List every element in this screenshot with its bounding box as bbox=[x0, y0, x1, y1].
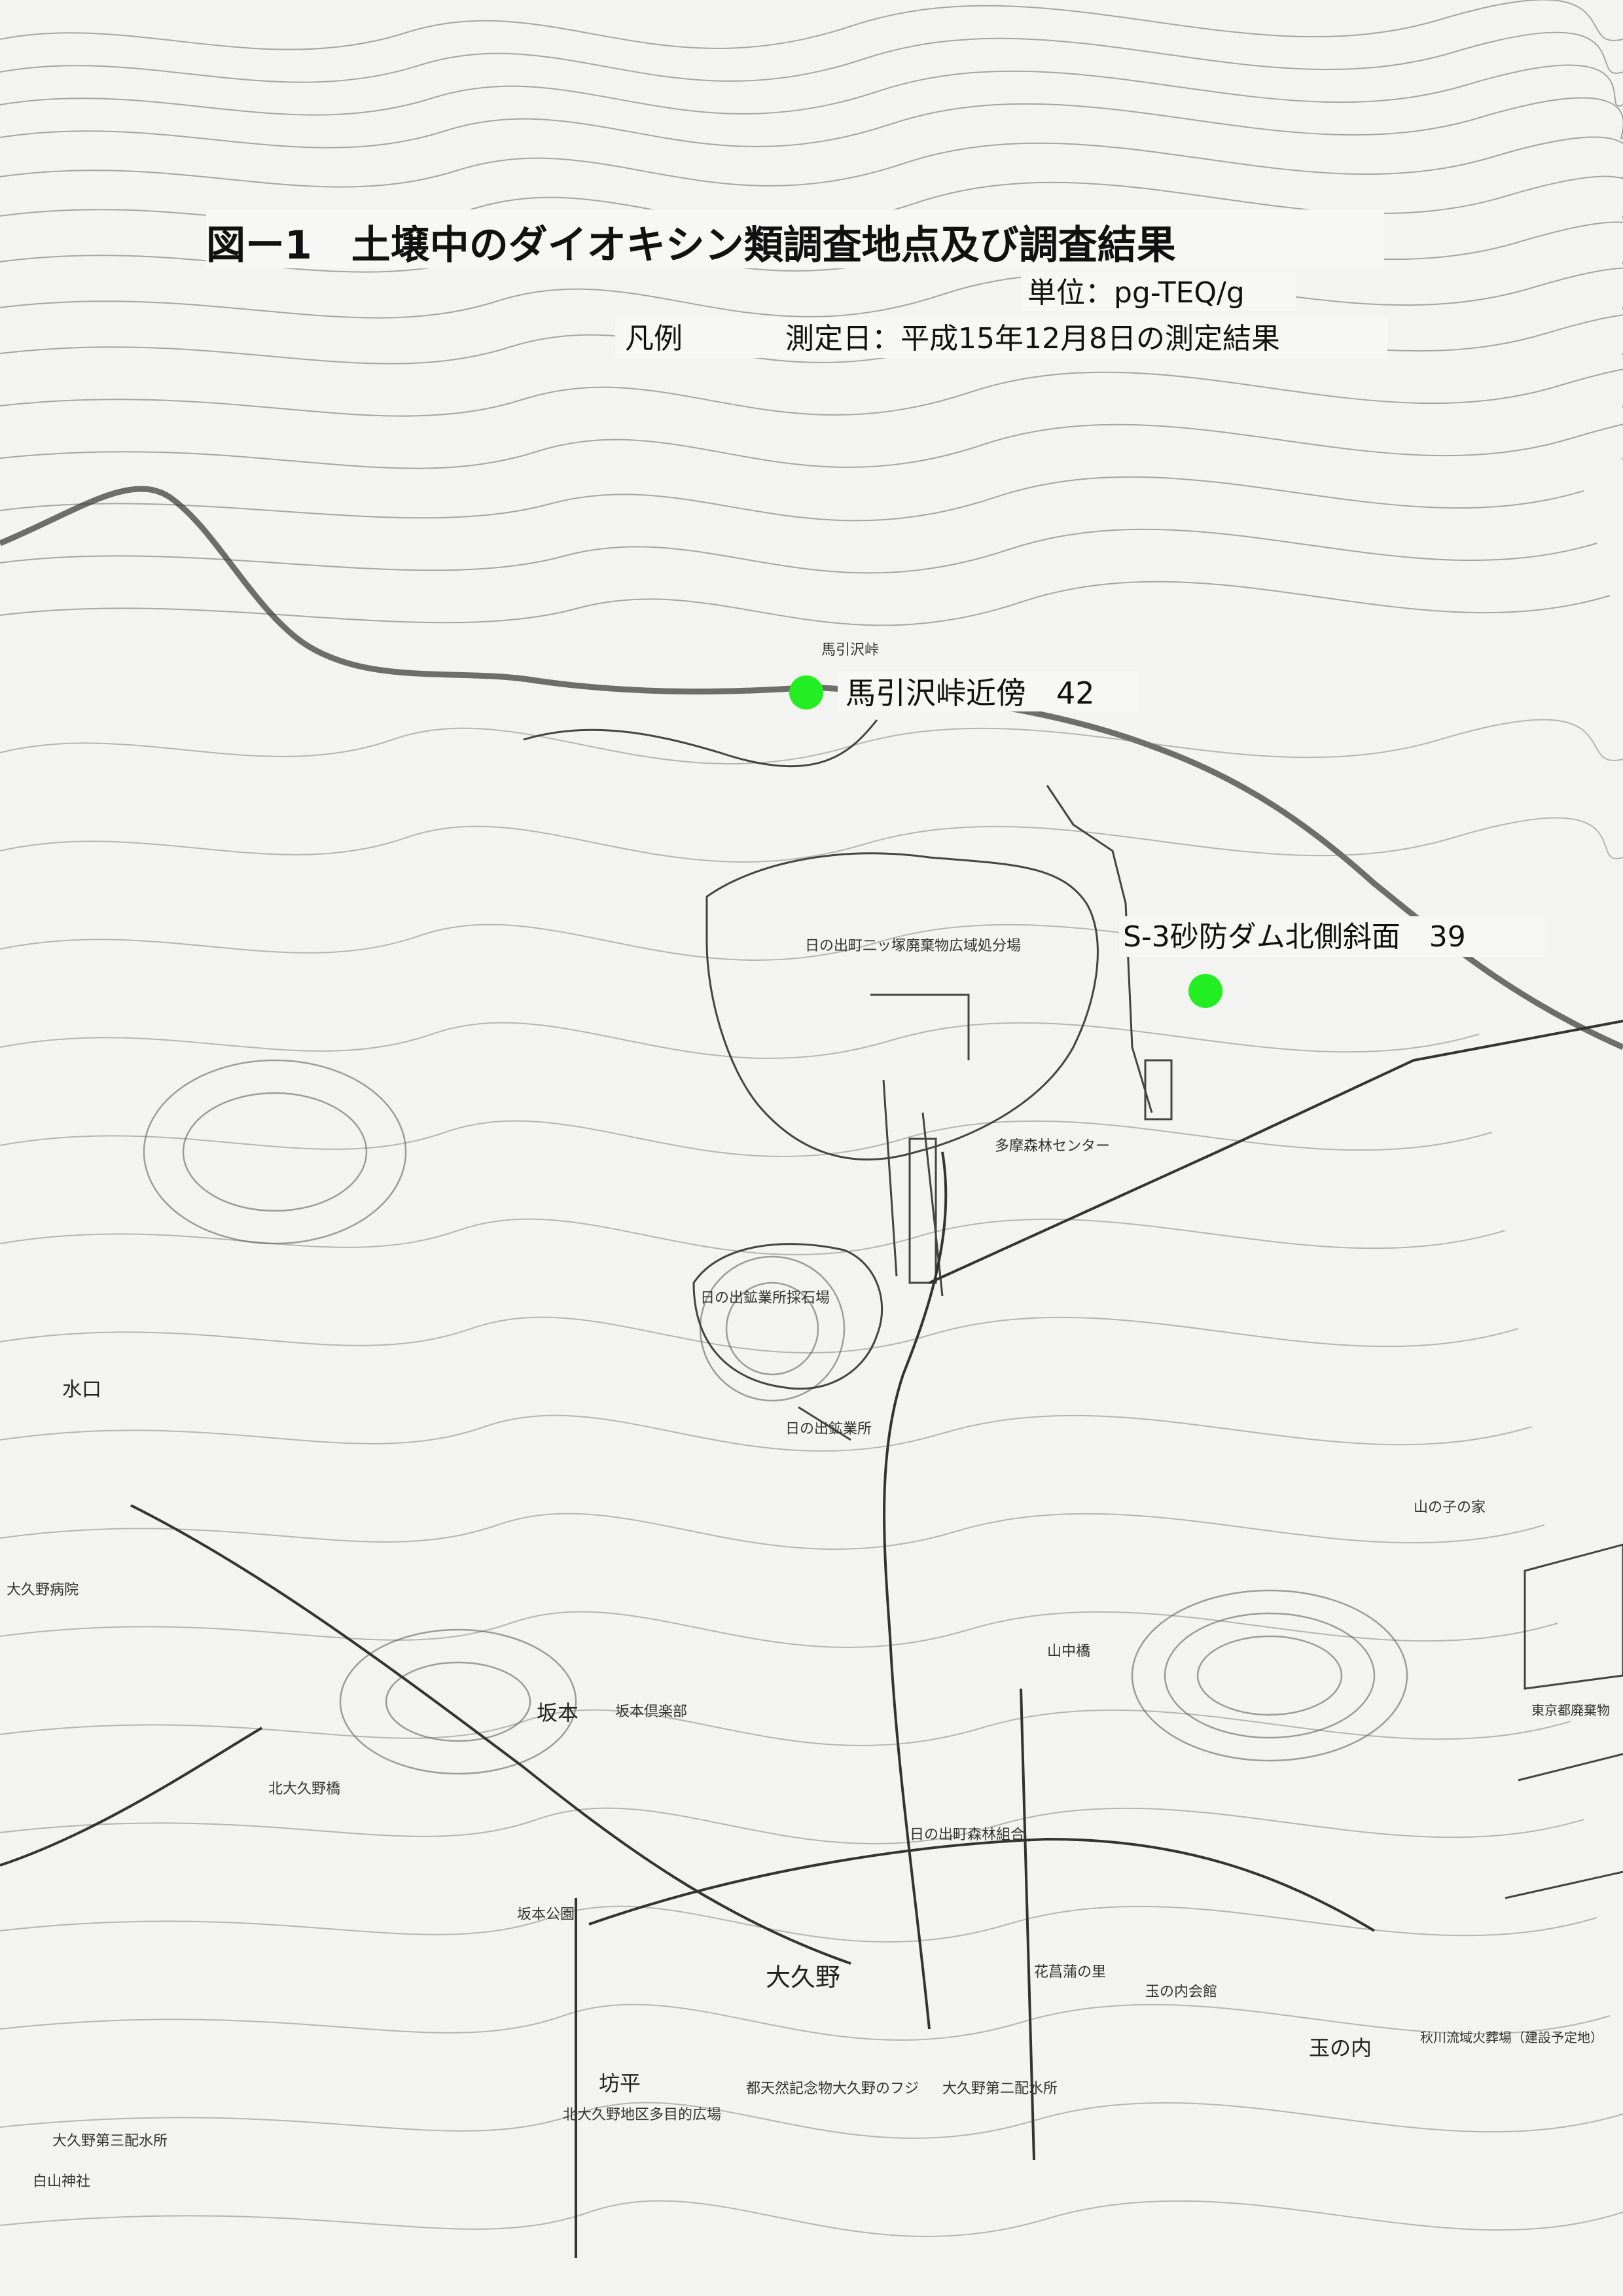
site-label-background bbox=[1119, 916, 1544, 957]
hill-contours bbox=[143, 1059, 1408, 1775]
place-okuno: 大久野 bbox=[766, 1963, 840, 1992]
place-water-3: 大久野第三配水所 bbox=[52, 2133, 168, 2149]
survey-site-2: S-3砂防ダム北側斜面 39 bbox=[1119, 916, 1544, 1008]
place-sakamoto: 坂本 bbox=[537, 1700, 579, 1725]
roads bbox=[0, 1020, 1623, 2258]
place-tama-center: 多摩森林センター bbox=[995, 1138, 1110, 1155]
unit-label: 単位：pg-TEQ/g bbox=[1027, 276, 1245, 310]
place-okuno-hospital: 大久野病院 bbox=[7, 1582, 79, 1598]
place-sakamoto-club: 坂本倶楽部 bbox=[615, 1704, 687, 1720]
landfill-site bbox=[523, 719, 1173, 1297]
place-forest-union: 日の出町森林組合 bbox=[910, 1827, 1025, 1843]
site-label-background bbox=[838, 671, 1139, 711]
place-mizuguchi: 水口 bbox=[62, 1378, 101, 1401]
site-label: S-3砂防ダム北側斜面 39 bbox=[1123, 920, 1466, 954]
place-labels: 馬引沢峠 日の出町二ッ塚廃棄物広域処分場 多摩森林センター 日の出鉱業所採石場 … bbox=[7, 642, 1610, 2190]
place-water-2: 大久野第二配水所 bbox=[942, 2081, 1058, 2097]
survey-site-1: 馬引沢峠近傍 42 bbox=[789, 671, 1139, 711]
place-bohira-plaza: 北大久野地区多目的広場 bbox=[563, 2107, 721, 2123]
east-facility bbox=[1505, 1543, 1623, 1899]
river-valley bbox=[0, 486, 1623, 1050]
place-tokyo-facility: 東京都廃棄物 bbox=[1531, 1702, 1610, 1718]
place-kita-okuno: 北大久野橋 bbox=[268, 1781, 340, 1797]
place-yamanaka-bridge: 山中橋 bbox=[1047, 1643, 1090, 1660]
place-tamanouchi-hall: 玉の内会館 bbox=[1145, 1984, 1217, 2000]
place-quarry-office: 日の出鉱業所 bbox=[785, 1421, 872, 1437]
place-yamanokoya: 山の子の家 bbox=[1414, 1499, 1486, 1516]
legend-background bbox=[615, 317, 1387, 358]
legend-text: 測定日：平成15年12月8日の測定結果 bbox=[785, 322, 1280, 355]
place-sakamoto-park: 坂本公園 bbox=[517, 1907, 575, 1923]
place-akigawa: 秋川流域火葬場（建設予定地） bbox=[1420, 2030, 1603, 2045]
place-tamanouchi: 玉の内 bbox=[1309, 2036, 1372, 2060]
site-marker bbox=[789, 675, 823, 709]
place-quarry: 日の出鉱業所採石場 bbox=[700, 1290, 830, 1306]
unit-background bbox=[1021, 272, 1296, 311]
site-label: 馬引沢峠近傍 42 bbox=[846, 675, 1095, 711]
place-landfill: 日の出町二ッ塚廃棄物広域処分場 bbox=[805, 938, 1021, 954]
title-background bbox=[206, 209, 1384, 268]
map-title: 図ー1 土壌中のダイオキシン類調査地点及び調査結果 bbox=[206, 223, 1176, 268]
place-fuji: 都天然記念物大久野のフジ bbox=[746, 2081, 919, 2097]
place-bohira: 坊平 bbox=[599, 2071, 641, 2096]
place-hanashobu: 花菖蒲の里 bbox=[1034, 1964, 1106, 1981]
legend-label: 凡例 bbox=[625, 322, 683, 355]
place-umahikisawa: 馬引沢峠 bbox=[821, 642, 879, 658]
place-hakusan: 白山神社 bbox=[33, 2174, 90, 2190]
quarry bbox=[692, 1243, 883, 1441]
site-marker bbox=[1188, 974, 1222, 1008]
